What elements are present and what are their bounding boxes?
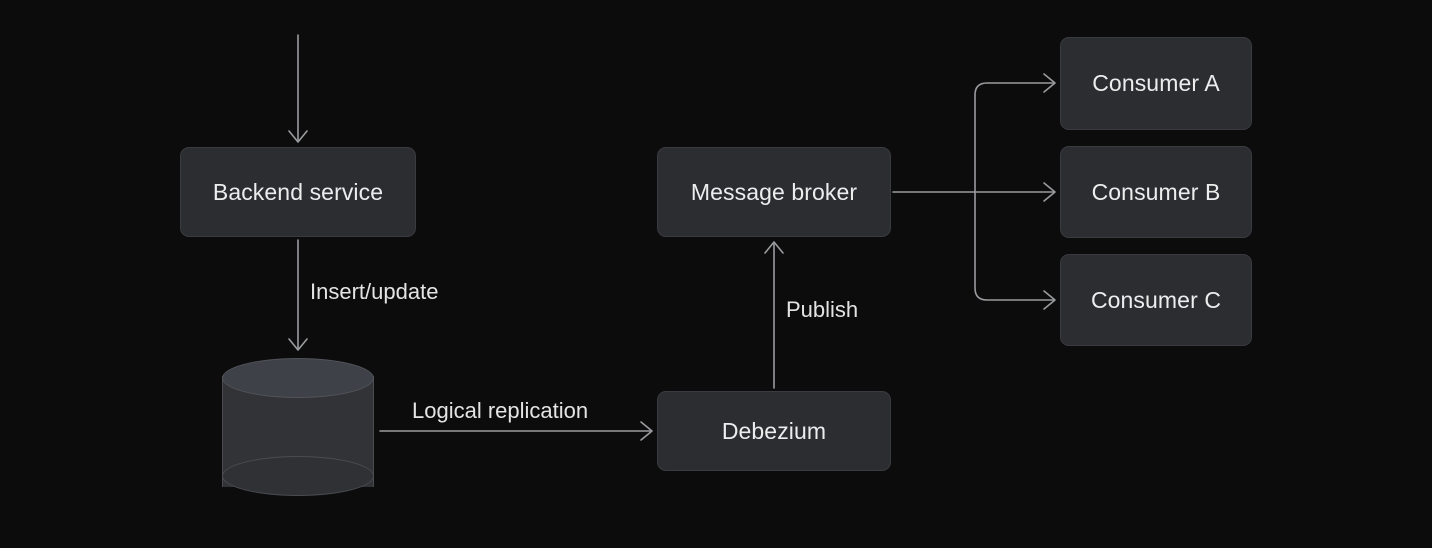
node-consumer-b-label: Consumer B — [1091, 178, 1221, 205]
edge-logical-replication — [379, 421, 653, 441]
edge-fanout-consumer-a — [974, 73, 1056, 193]
edge-fanout-consumer-b — [974, 182, 1056, 202]
node-consumer-c[interactable]: Consumer C — [1060, 254, 1252, 346]
edge-publish — [764, 241, 784, 389]
node-debezium[interactable]: Debezium — [657, 391, 891, 471]
database-bottom-ellipse — [222, 456, 374, 496]
node-backend-service-label: Backend service — [212, 178, 384, 205]
edge-inbound — [288, 34, 308, 143]
database-top-ellipse — [222, 358, 374, 398]
node-consumer-c-label: Consumer C — [1090, 286, 1222, 313]
edge-label-insert-update: Insert/update — [310, 279, 439, 304]
edge-label-logical-replication: Logical replication — [412, 398, 589, 423]
node-consumer-a[interactable]: Consumer A — [1060, 37, 1252, 130]
edge-insert-update — [288, 239, 308, 351]
node-consumer-b[interactable]: Consumer B — [1060, 146, 1252, 238]
node-message-broker-label: Message broker — [690, 178, 858, 205]
edge-fanout-consumer-c — [974, 191, 1056, 310]
edge-label-publish: Publish — [786, 297, 859, 322]
node-message-broker[interactable]: Message broker — [657, 147, 891, 237]
node-backend-service[interactable]: Backend service — [180, 147, 416, 237]
node-database[interactable] — [222, 358, 374, 505]
node-consumer-a-label: Consumer A — [1092, 70, 1220, 96]
node-debezium-label: Debezium — [721, 417, 827, 444]
